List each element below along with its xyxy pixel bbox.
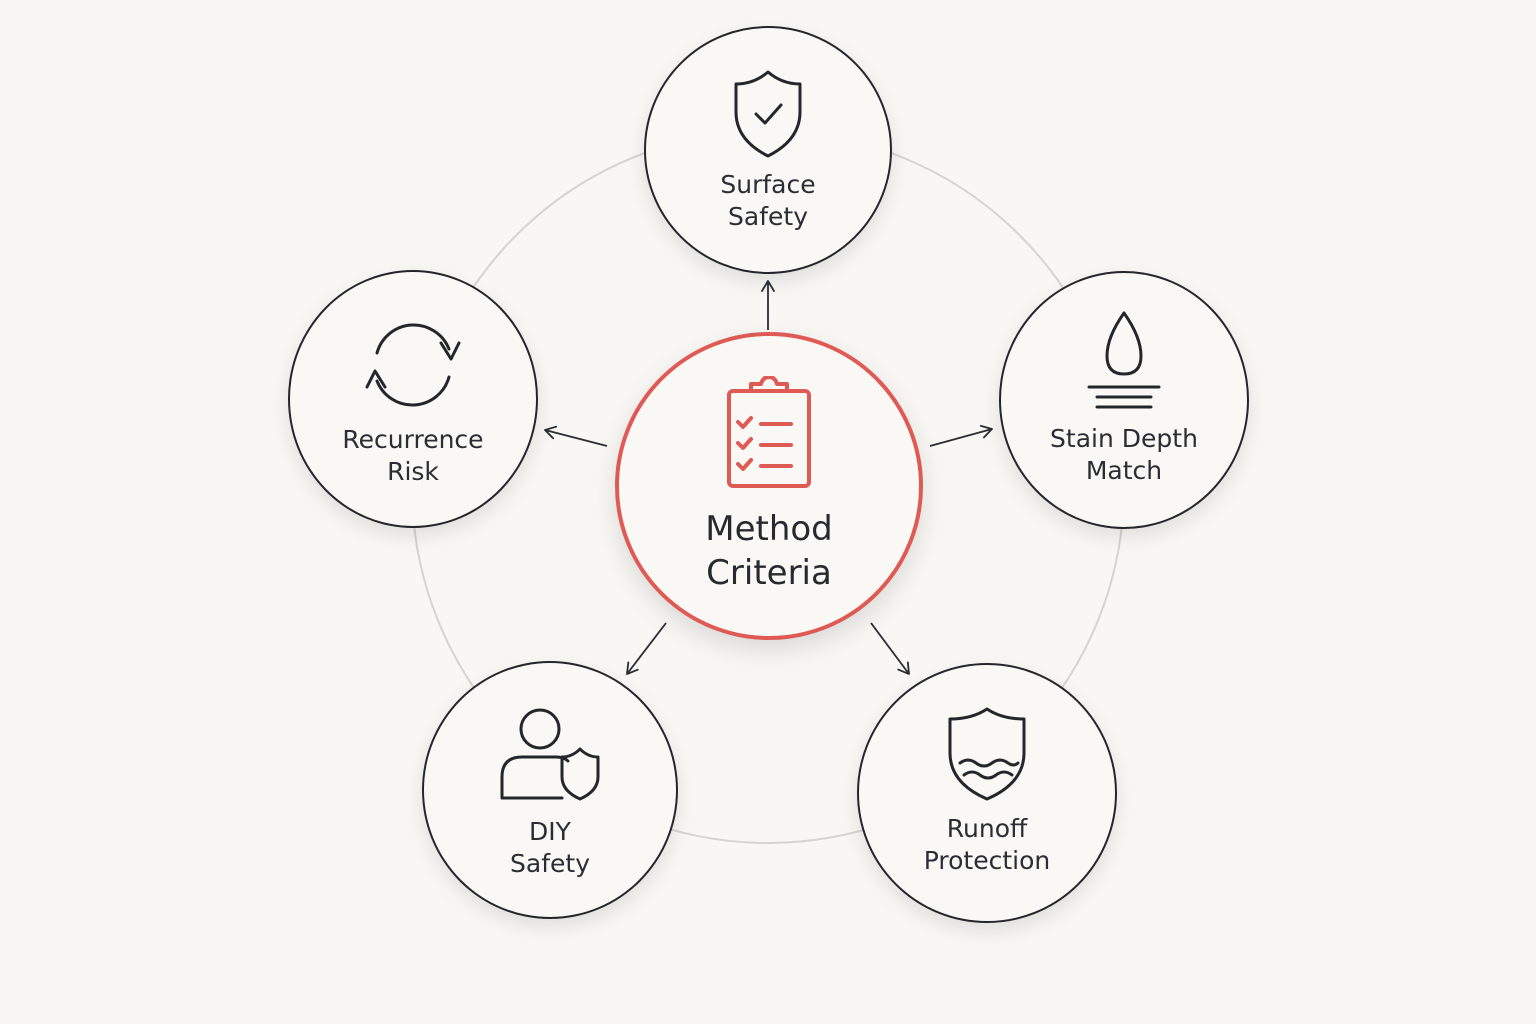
shield-water-icon (948, 707, 1026, 801)
stain-depth-match-line1: Stain Depth (1050, 424, 1198, 453)
center-label-line1: Method (705, 509, 833, 549)
runoff-protection-node: Runoff Protection (857, 663, 1117, 923)
recurrence-risk-line2: Risk (387, 457, 439, 486)
stain-depth-match-line2: Match (1085, 456, 1163, 485)
center-label-line2: Criteria (706, 553, 832, 593)
shield-check-icon (734, 70, 802, 158)
cycle-arrows-icon (365, 323, 461, 407)
diy-safety-line2: Safety (510, 849, 590, 878)
arrow-to-runoff-protection (870, 622, 910, 675)
recurrence-risk-line1: Recurrence (342, 425, 484, 454)
surface-safety-line1: Surface (720, 170, 816, 199)
runoff-protection-label: Runoff Protection (859, 813, 1115, 877)
arrow-to-diy-safety (626, 622, 667, 675)
stain-depth-match-label: Stain Depth Match (1001, 423, 1247, 487)
stain-depth-match-node: Stain Depth Match (999, 271, 1249, 529)
recurrence-risk-label: Recurrence Risk (290, 424, 536, 488)
recurrence-risk-node: Recurrence Risk (288, 270, 538, 528)
diy-safety-line1: DIY (529, 817, 571, 846)
arrow-to-stain-depth-match (929, 424, 993, 447)
runoff-protection-line2: Protection (923, 846, 1051, 875)
clipboard-checklist-icon (727, 376, 811, 488)
person-shield-icon (500, 708, 600, 801)
arrow-to-recurrence-risk (544, 425, 608, 447)
surface-safety-label: Surface Safety (646, 169, 890, 233)
diy-safety-label: DIY Safety (424, 816, 676, 880)
surface-safety-line2: Safety (728, 202, 808, 231)
droplet-layers-icon (1087, 311, 1161, 409)
method-criteria-node: Method Criteria (615, 332, 923, 640)
runoff-protection-line1: Runoff (946, 814, 1028, 843)
method-criteria-label: Method Criteria (619, 507, 919, 595)
diy-safety-node: DIY Safety (422, 661, 678, 919)
surface-safety-node: Surface Safety (644, 26, 892, 274)
